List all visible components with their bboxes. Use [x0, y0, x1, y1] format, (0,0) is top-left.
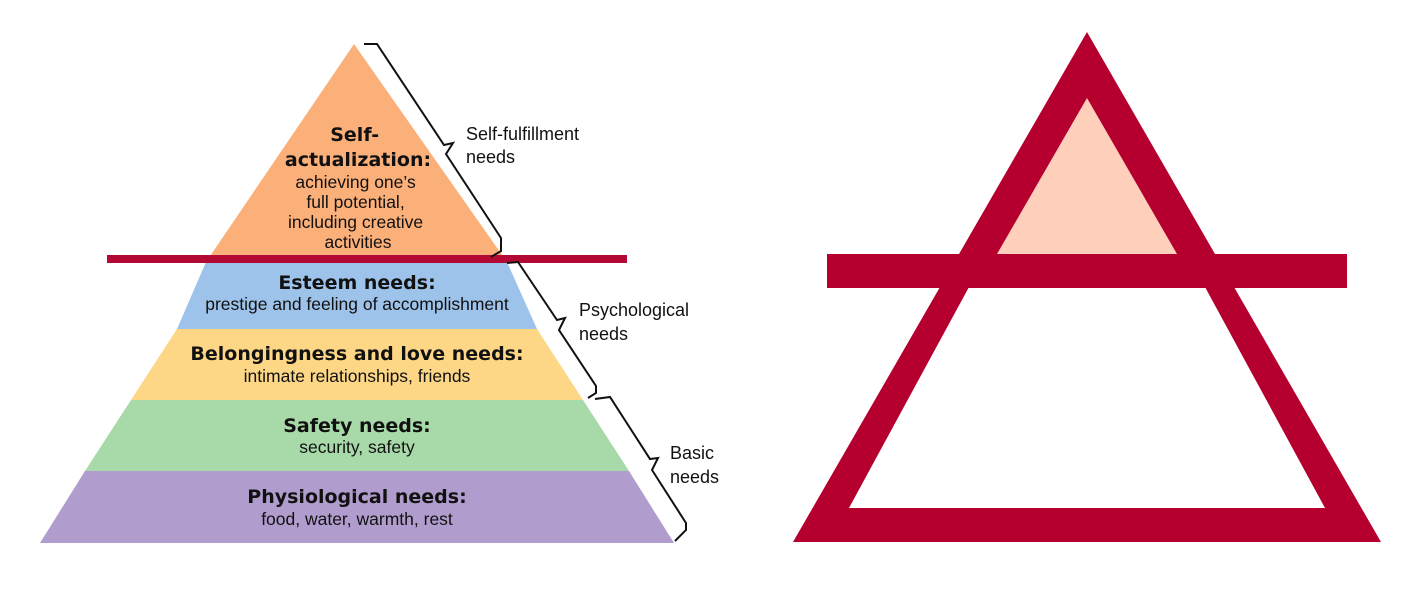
maslow-pyramid: Self- actualization: achieving one’s ful…	[40, 43, 719, 543]
level-desc-self-actualization: achieving one’s full potential, includin…	[288, 172, 428, 252]
desc-line-2: full potential,	[306, 192, 404, 212]
level-desc-belonging: intimate relationships, friends	[244, 366, 471, 386]
band-physiological	[40, 471, 674, 543]
group-label-basic: Basic needs	[670, 443, 719, 487]
level-title-safety: Safety needs:	[283, 415, 431, 437]
group-line-2: needs	[466, 147, 515, 167]
level-desc-esteem: prestige and feeling of accomplishment	[205, 294, 509, 314]
group-line-1: Basic	[670, 443, 714, 463]
desc-line-1: achieving one’s	[295, 172, 416, 192]
level-desc-safety: security, safety	[299, 437, 415, 457]
band-safety	[85, 400, 629, 471]
band-belonging	[131, 329, 583, 400]
level-title-belonging: Belongingness and love needs:	[190, 343, 523, 365]
group-line-1: Psychological	[579, 300, 689, 320]
triangle-symbol	[793, 32, 1381, 542]
brace-basic	[594, 395, 687, 542]
level-title-self-actualization: Self- actualization:	[285, 124, 431, 171]
group-label-psychological: Psychological needs	[579, 300, 694, 344]
level-title-physiological: Physiological needs:	[247, 486, 466, 508]
title-line-2: actualization:	[285, 149, 431, 171]
group-line-2: needs	[670, 467, 719, 487]
title-line-1: Self-	[330, 124, 379, 146]
desc-line-3: including creative	[288, 212, 423, 232]
band-self-actualization	[206, 44, 507, 262]
pyramid-divider-line	[107, 255, 627, 263]
inner-bottom-fill	[849, 287, 1325, 508]
brace-psychological	[506, 260, 597, 399]
desc-line-4: activities	[324, 232, 391, 252]
level-desc-physiological: food, water, warmth, rest	[261, 509, 453, 529]
group-line-1: Self-fulfillment	[466, 124, 579, 144]
group-label-self-fulfillment: Self-fulfillment needs	[466, 124, 584, 167]
crossbar	[827, 254, 1347, 288]
inner-top-fill	[997, 98, 1177, 254]
band-esteem	[177, 262, 537, 329]
brace-self-fulfillment	[364, 43, 502, 258]
group-line-2: needs	[579, 324, 628, 344]
level-title-esteem: Esteem needs:	[278, 272, 435, 294]
